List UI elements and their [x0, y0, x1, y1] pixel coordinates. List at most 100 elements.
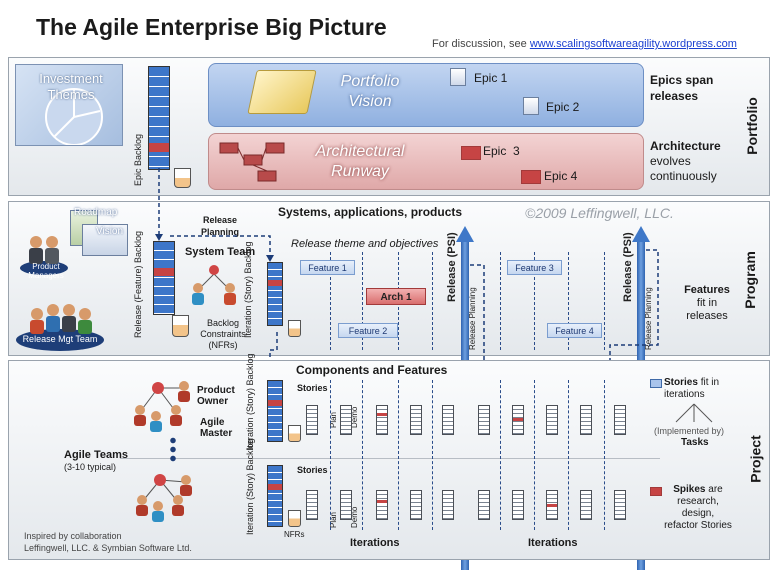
discussion-note: For discussion, see www.scalingsoftwarea…	[432, 38, 737, 50]
iteration-stack	[546, 405, 558, 435]
inspired-line-2: Leffingwell, LLC. & Symbian Software Ltd…	[24, 543, 192, 553]
discussion-link[interactable]: www.scalingsoftwareagility.wordpress.com	[529, 38, 737, 50]
epic-2-label: Epic 2	[546, 100, 580, 114]
iteration-stack	[410, 490, 422, 520]
project-iteration-backlog-bottom	[267, 465, 283, 527]
epic-backlog-red-item	[149, 143, 169, 152]
project-iteration-divider	[534, 380, 535, 530]
pie-chart-icon	[45, 88, 103, 145]
epic-2-icon	[523, 97, 539, 115]
architecture-note: Architecture evolves continuously	[650, 139, 740, 184]
release-backlog-stack	[153, 241, 175, 315]
release-backlog-red-item	[154, 268, 174, 276]
iteration-stack	[376, 490, 388, 520]
project-iteration-divider	[362, 380, 363, 530]
portfolio-vision-title: Portfolio Vision	[340, 73, 400, 110]
inspired-line-1: Inspired by collaboration	[24, 531, 122, 541]
iterations-label-2: Iterations	[528, 537, 578, 549]
project-band: Project	[8, 360, 770, 560]
agile-teams-sub: (3-10 typical)	[64, 462, 117, 472]
release-backlog-jar	[172, 315, 189, 337]
project-band-label: Project	[747, 435, 764, 483]
release-planning-label: Release Planning	[201, 215, 239, 237]
iteration-stack	[580, 405, 592, 435]
project-iteration-bottom-red	[268, 484, 282, 490]
program-iteration-divider	[500, 252, 501, 350]
iteration-stack	[512, 490, 524, 520]
program-iteration-divider	[534, 252, 535, 350]
program-iteration-divider	[568, 252, 569, 350]
spikes-bold: Spikes	[673, 484, 706, 495]
spike-item	[377, 413, 387, 416]
product-managers-icon	[18, 228, 70, 276]
program-iteration-divider	[604, 252, 605, 350]
system-team-label: System Team	[185, 246, 256, 258]
product-managers-label: Product Managers	[28, 262, 64, 280]
epic-1-label: Epic 1	[474, 71, 508, 85]
release-mgt-team-icon	[15, 298, 105, 352]
feature-3-box: Feature 3	[507, 260, 562, 275]
spikes-rest: are research, design, refactor Stories	[664, 484, 732, 531]
spike-legend-swatch	[650, 487, 662, 496]
discussion-prefix: For discussion, see	[432, 38, 530, 50]
tasks-label: Tasks	[681, 437, 709, 448]
story-legend-swatch	[650, 379, 662, 388]
implemented-by-label: (Implemented by)	[654, 426, 725, 436]
release-theme-label: Release theme and objectives	[291, 238, 439, 250]
iteration-stack	[580, 490, 592, 520]
page-title: The Agile Enterprise Big Picture	[36, 14, 387, 40]
spike-item	[547, 504, 557, 507]
agile-teams-label: Agile Teams	[64, 449, 128, 461]
vision-doc-icon	[82, 224, 128, 256]
feature-1-box: Feature 1	[300, 260, 355, 275]
iteration-stack	[340, 405, 352, 435]
project-iteration-backlog-label-top: Iteration (Story) Backlog	[245, 353, 255, 450]
project-iteration-top-red	[268, 400, 282, 406]
spike-item	[513, 418, 523, 421]
project-iteration-divider	[398, 380, 399, 530]
program-iteration-divider	[330, 252, 331, 350]
stories-fit-rest: fit in iterations	[664, 377, 720, 400]
feature-4-box: Feature 4	[547, 323, 602, 338]
iteration-stack	[614, 490, 626, 520]
iteration-stack	[442, 490, 454, 520]
iterations-label-1: Iterations	[350, 537, 400, 549]
release-psi-arrowhead-1	[456, 226, 474, 242]
project-iteration-backlog-top	[267, 380, 283, 442]
agile-master-label: Agile Master	[200, 417, 233, 439]
iteration-stack	[410, 405, 422, 435]
epic-1-icon	[450, 68, 466, 86]
feature-2-box: Feature 2	[338, 323, 398, 338]
architecture-rest: evolves continuously	[650, 154, 717, 183]
vision-label: Vision	[96, 226, 124, 237]
roadmap-label: Roadmap	[74, 207, 118, 218]
project-iteration-backlog-label-bottom: Iteration (Story) Backlog	[245, 438, 255, 535]
components-heading: Components and Features	[296, 363, 448, 377]
stories-label-bottom: Stories	[297, 465, 328, 475]
iteration-stack	[306, 490, 318, 520]
features-fit-bold: Features	[684, 284, 730, 296]
program-iteration-jar	[288, 320, 301, 337]
product-owner-label: Product Owner	[197, 385, 235, 407]
nfrs-label: NFRs	[284, 530, 305, 539]
project-iteration-divider	[604, 380, 605, 530]
features-fit-note: Features fit in releases	[682, 284, 732, 323]
project-iteration-divider	[330, 380, 331, 530]
backlog-constraints-label: Backlog Constraints (NFRs)	[200, 318, 246, 350]
iteration-stack	[340, 490, 352, 520]
epic-4-label: Epic 4	[544, 169, 578, 183]
iteration-stack	[306, 405, 318, 435]
project-iteration-divider	[500, 380, 501, 530]
architecture-bold: Architecture	[650, 139, 721, 153]
agile-team-2-icon	[130, 470, 200, 528]
project-iteration-divider	[568, 380, 569, 530]
program-iteration-divider	[432, 252, 433, 350]
iteration-stack	[376, 405, 388, 435]
release-psi-arrowhead-2	[632, 226, 650, 242]
release-mgt-team-label: Release Mgt Team	[22, 334, 98, 344]
spike-item	[377, 500, 387, 503]
program-iteration-divider	[362, 252, 363, 350]
stories-label-top: Stories	[297, 383, 328, 393]
systems-heading: Systems, applications, products	[278, 205, 463, 219]
architecture-diagram-icon	[219, 142, 285, 182]
